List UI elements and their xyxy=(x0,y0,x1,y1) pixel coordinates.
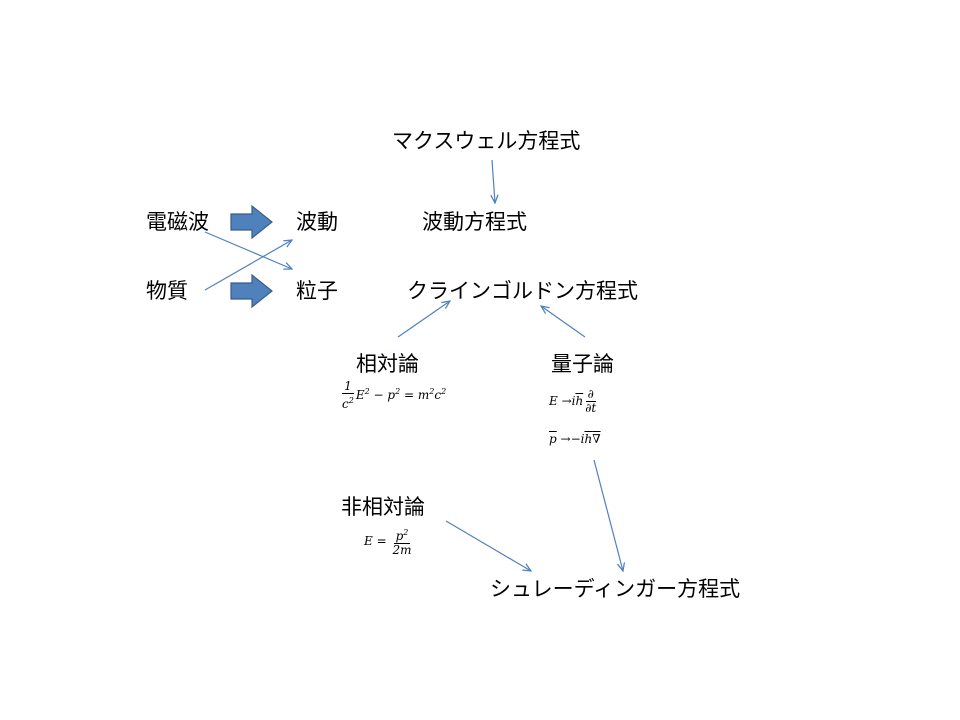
fraction-partial-t: ∂∂t xyxy=(583,388,598,415)
arrow-maxwell-to-wave-equation xyxy=(492,159,495,203)
equation-energy-operator: E →ih∂∂t xyxy=(549,388,598,415)
symbol-hbar: h xyxy=(584,432,593,446)
label-particle: 粒子 xyxy=(296,279,338,303)
symbol-e: E xyxy=(364,534,373,548)
symbol-hbar: h xyxy=(575,394,584,408)
fraction-numerator: p2 xyxy=(393,526,411,544)
fraction-denominator: 2m xyxy=(392,543,412,557)
fraction-numerator: ∂ xyxy=(585,387,596,402)
label-schrodinger-equation: シュレーディンガー方程式 xyxy=(490,577,741,601)
exponent: 2 xyxy=(403,528,409,537)
fraction-numerator: 1 xyxy=(342,379,354,394)
fraction-one-over-c-squared: 1 c2 xyxy=(340,380,356,411)
label-relativity: 相対論 xyxy=(356,352,419,376)
symbol-m: m xyxy=(417,388,430,402)
symbol-e: E xyxy=(549,394,558,408)
fraction-denominator: c2 xyxy=(340,394,356,411)
label-quantum-theory: 量子論 xyxy=(551,352,614,376)
arrow-quantum-to-klein-gordon xyxy=(541,306,586,338)
equation-relativistic-energy: 1 c2 E2 − p2 = m2c2 xyxy=(340,380,446,411)
symbol-p: p xyxy=(395,529,404,543)
symbol-c: c xyxy=(434,388,442,402)
operator-equals: = xyxy=(372,534,391,548)
arrow-quantum-to-schrodinger xyxy=(593,459,623,571)
symbol-c: c xyxy=(342,397,349,411)
label-nonrelativity: 非相対論 xyxy=(341,495,425,519)
fraction-denominator: ∂t xyxy=(585,401,597,415)
arrow-relativity-to-klein-gordon xyxy=(397,301,450,338)
symbol-minus-i: −i xyxy=(570,432,585,446)
symbol-nabla: ∇ xyxy=(592,432,601,446)
symbol-p-vector: p xyxy=(549,432,557,446)
exponent: 2 xyxy=(429,387,435,396)
exponent: 2 xyxy=(395,387,401,396)
label-em-wave: 電磁波 xyxy=(146,210,209,234)
label-maxwell-equations: マクスウェル方程式 xyxy=(392,129,581,153)
operator-minus: − xyxy=(369,388,388,402)
symbol-p: p xyxy=(387,388,396,402)
equation-momentum-operator: p →−ih∇ xyxy=(549,432,601,446)
label-wave: 波動 xyxy=(296,210,338,234)
arrow-symbol: → xyxy=(556,432,571,446)
arrow-matter-to-wave xyxy=(204,240,292,291)
symbol-e: E xyxy=(355,388,365,402)
block-arrow-matter-to-particle xyxy=(230,273,273,309)
exponent: 2 xyxy=(348,396,354,405)
operator-equals: = xyxy=(400,388,418,402)
label-klein-gordon-equation: クラインゴルドン方程式 xyxy=(407,279,638,303)
symbol-i: i xyxy=(571,394,576,408)
block-arrow-em-wave-to-wave xyxy=(230,204,273,240)
arrow-nonrelativity-to-schrodinger xyxy=(445,520,531,571)
arrow-symbol: → xyxy=(557,394,572,408)
arrow-em-wave-to-particle xyxy=(204,231,292,269)
exponent: 2 xyxy=(441,387,447,396)
exponent: 2 xyxy=(364,387,370,396)
label-matter: 物質 xyxy=(146,279,188,303)
label-wave-equation: 波動方程式 xyxy=(422,210,527,234)
